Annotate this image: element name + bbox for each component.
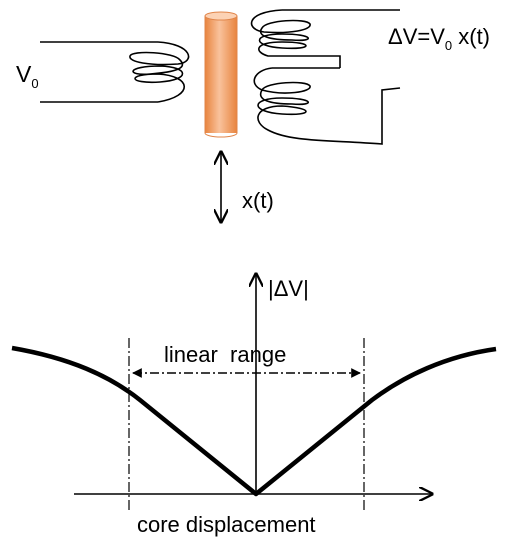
secondary-bottom-winding — [253, 67, 401, 145]
secondary-coils — [250, 9, 401, 145]
motion-label: x(t) — [242, 188, 274, 213]
response-curve — [11, 345, 497, 497]
primary-winding — [129, 41, 190, 103]
output-voltage-label: ΔV=V0 x(t) — [388, 24, 490, 53]
x-axis-label: core displacement — [137, 512, 316, 537]
primary-coil — [40, 41, 190, 103]
core-bottom — [204, 132, 238, 138]
core-body — [205, 16, 237, 133]
response-plot: |ΔV| linear range core displacement — [11, 274, 497, 537]
input-voltage-label: V0 — [16, 61, 39, 91]
core-top — [204, 11, 238, 21]
linear-range-label: linear range — [164, 342, 286, 367]
secondary-top-winding — [250, 9, 341, 68]
y-axis-label: |ΔV| — [268, 276, 309, 301]
ferromagnetic-core — [204, 11, 238, 138]
